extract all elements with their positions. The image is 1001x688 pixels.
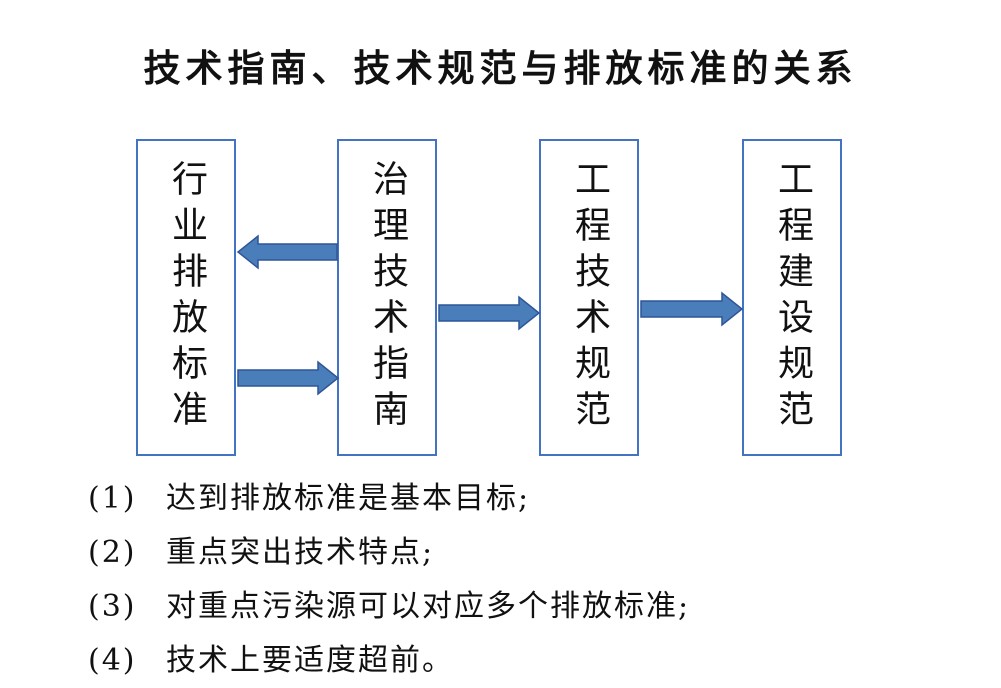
box-label: 工程建设规范 bbox=[772, 159, 813, 436]
note-text: 对重点污染源可以对应多个排放标准; bbox=[166, 589, 691, 624]
note-text: 达到排放标准是基本目标; bbox=[166, 481, 531, 516]
note-number: (3) bbox=[88, 589, 137, 624]
note-item: (2) 重点突出技术特点; bbox=[88, 526, 690, 580]
arrow-left-guide-to-standard bbox=[236, 234, 338, 270]
note-item: (3) 对重点污染源可以对应多个排放标准; bbox=[88, 580, 690, 634]
box-engineering-construction-spec: 工程建设规范 bbox=[742, 139, 842, 456]
notes-list: (1) 达到排放标准是基本目标; (2) 重点突出技术特点; (3) 对重点污染源可以… bbox=[88, 472, 690, 688]
box-industry-emission-standard: 行业排放标准 bbox=[136, 139, 236, 456]
note-number: (4) bbox=[88, 643, 137, 678]
box-engineering-technical-spec: 工程技术规范 bbox=[539, 139, 639, 456]
arrow-right-standard-to-guide bbox=[237, 360, 340, 396]
box-label: 治理技术指南 bbox=[367, 159, 408, 436]
note-text: 重点突出技术特点; bbox=[166, 535, 435, 570]
note-text: 技术上要适度超前。 bbox=[166, 643, 454, 678]
box-label: 工程技术规范 bbox=[569, 159, 610, 436]
box-label: 行业排放标准 bbox=[166, 159, 207, 436]
arrow-right-techspec-to-construction bbox=[640, 291, 744, 327]
diagram-title: 技术指南、技术规范与排放标准的关系 bbox=[143, 47, 858, 90]
note-number: (2) bbox=[88, 535, 137, 570]
note-item: (4) 技术上要适度超前。 bbox=[88, 634, 690, 688]
note-number: (1) bbox=[88, 481, 137, 516]
box-treatment-technical-guide: 治理技术指南 bbox=[337, 139, 437, 456]
note-item: (1) 达到排放标准是基本目标; bbox=[88, 472, 690, 526]
arrow-right-guide-to-techspec bbox=[438, 295, 541, 331]
